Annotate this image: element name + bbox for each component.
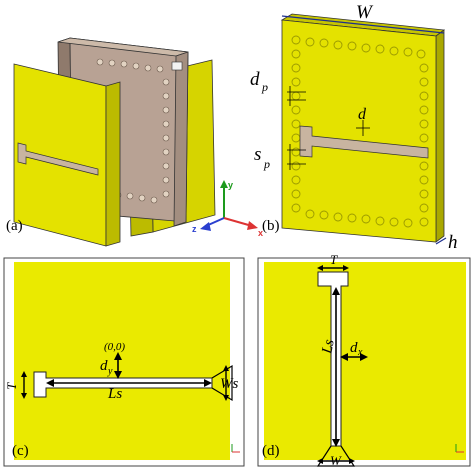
panel-d: T Ls d x W (d) bbox=[257, 252, 471, 468]
dim-dy: d bbox=[100, 358, 108, 374]
dim-dp-sub: p bbox=[261, 80, 268, 94]
dim-h: h bbox=[435, 232, 458, 253]
dim-T-c: T bbox=[4, 382, 19, 390]
axis-z-label: z bbox=[192, 224, 197, 234]
slot-b bbox=[299, 125, 429, 159]
dim-d: d bbox=[356, 106, 370, 136]
dim-W: W bbox=[281, 2, 445, 34]
slot-a bbox=[17, 142, 99, 176]
substrate-c bbox=[14, 262, 230, 460]
axis-x-label: x bbox=[258, 228, 263, 238]
dim-dy-sub: y bbox=[107, 366, 113, 377]
panel-b: W d p d s p h (b) bbox=[250, 2, 458, 253]
via-ring-b bbox=[291, 35, 429, 228]
corner-axis-c bbox=[231, 444, 240, 453]
axis-triad: y x z bbox=[192, 180, 263, 238]
panel-c: Ls d y (0,0) T Ws (c) bbox=[3, 257, 245, 467]
dim-W-label: W bbox=[356, 2, 374, 23]
dim-T-d: T bbox=[330, 252, 338, 267]
corner-axis-d bbox=[455, 444, 464, 453]
substrate-d bbox=[264, 262, 466, 460]
dim-dx-sub: x bbox=[357, 347, 363, 358]
dim-W-d: W bbox=[330, 453, 342, 468]
dim-sp-label: s bbox=[254, 144, 261, 165]
dim-Ls-d: Ls bbox=[319, 338, 337, 356]
dim-Ls-c: Ls bbox=[107, 386, 122, 402]
panel-c-label: (c) bbox=[12, 443, 29, 459]
dim-dp-label: d bbox=[250, 69, 260, 90]
panel-a-label: (a) bbox=[6, 218, 23, 234]
dim-Ws: Ws bbox=[220, 376, 238, 392]
panel-b-label: (b) bbox=[262, 218, 280, 234]
dim-h-label: h bbox=[448, 232, 458, 253]
axis-y-label: y bbox=[228, 180, 233, 190]
dim-sp: s p bbox=[254, 144, 306, 171]
dim-sp-sub: p bbox=[263, 157, 270, 171]
front-substrate-sheet bbox=[13, 63, 121, 247]
panel-a: (a) bbox=[6, 37, 216, 247]
origin-label: (0,0) bbox=[104, 341, 125, 353]
dim-dx: d bbox=[350, 340, 358, 356]
dim-dp: d p bbox=[250, 69, 306, 106]
panel-d-label: (d) bbox=[262, 443, 280, 459]
dim-d-label: d bbox=[358, 106, 367, 123]
